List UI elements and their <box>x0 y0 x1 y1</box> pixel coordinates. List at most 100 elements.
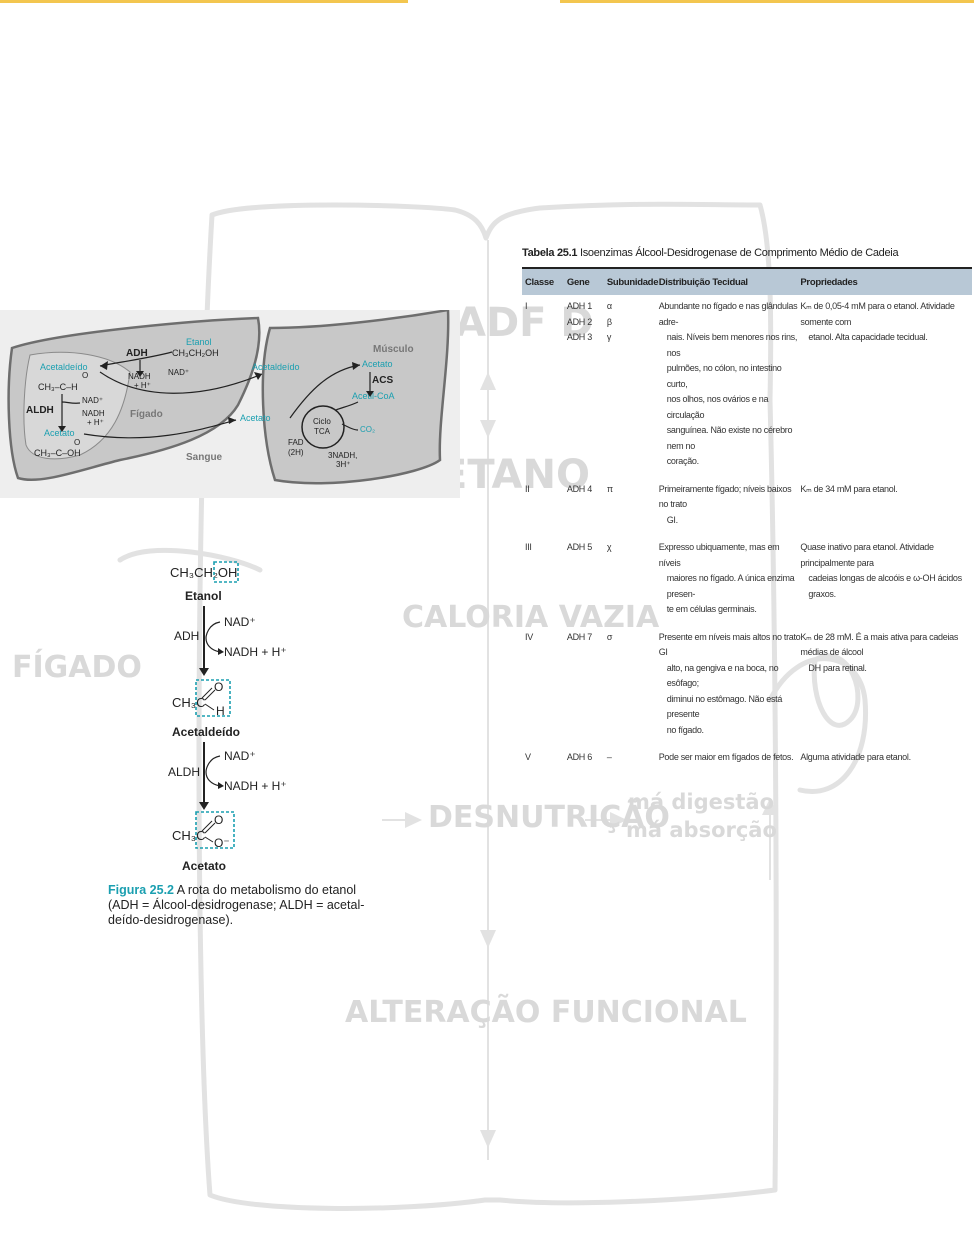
figure-caption-text: A rota do metabolismo do etanol (ADH = Á… <box>108 883 365 927</box>
subunit-item: α <box>606 301 612 311</box>
cell-classe: II <box>525 483 530 494</box>
acetaldehyde-highlight-box <box>195 679 231 717</box>
top-accent-line-right <box>560 0 974 3</box>
acetaldehyde-bond-o2 <box>204 689 216 701</box>
acs-label: ACS <box>372 375 393 386</box>
figado-label: Fígado <box>130 409 163 420</box>
subunit-item: β <box>606 316 612 327</box>
watermark-adf: ADF D <box>455 300 594 346</box>
text-line: Alguma atividade para etanol. <box>800 752 911 762</box>
ciclo-label: Ciclo <box>313 417 331 426</box>
text-line: cadeias longas de alcoóis e ω-OH ácidos … <box>808 573 962 599</box>
text-line: nos olhos, nos ovários e na circulação <box>666 394 769 420</box>
h-plus-label-2: + H⁺ <box>87 418 104 427</box>
three-nadh-label: 3NADH, <box>328 451 357 460</box>
adh-label: ADH <box>126 348 148 359</box>
text-line: Kₘ de 0,05-4 mM para o etanol. Atividade… <box>800 301 955 327</box>
cell-gene: ADH 6 <box>566 752 592 762</box>
gene-item: ADH 3 <box>566 332 592 342</box>
co2-label: CO₂ <box>360 425 375 434</box>
text-line: sanguínea. Não existe no cérebro nem no <box>666 425 793 451</box>
text-line: Expresso ubiquamente, mas em níveis <box>658 542 780 568</box>
pathway-nad-plus-1: NAD⁺ <box>224 615 256 629</box>
acetate-o-minus: O⁻ <box>214 836 230 850</box>
aldehyde-oxygen: O <box>82 371 88 380</box>
cell-distribuicao: Abundante no fígado e nas glândulas adre… <box>659 299 801 470</box>
aldh-label: ALDH <box>26 405 54 416</box>
cofactor-curve-2 <box>205 755 221 787</box>
cofactor-curve-1 <box>205 621 221 653</box>
acetate-formula: CH₃–C–OH <box>34 448 81 458</box>
table-row: V ADH 6 – Pode ser maior em fígados de f… <box>522 750 972 766</box>
acetate-ch3c: CH₃C <box>172 828 205 843</box>
liver-cell <box>23 351 131 460</box>
table-row: II ADH 4 π Primeiramente fígado; níveis … <box>522 482 972 529</box>
watermark-caloria-vazia: CALORIA VAZIA <box>402 600 660 635</box>
text-line: Primeiramente fígado; níveis baixos no t… <box>658 483 792 510</box>
cell-subunidade: α β γ <box>607 299 659 470</box>
header-distribuicao: Distribuição Tecidual <box>658 276 748 288</box>
cell-propriedades: Quase inativo para etanol. Atividade pri… <box>800 540 972 618</box>
acetate-highlight-box <box>195 811 235 849</box>
table-title: Tabela 25.1 Isoenzimas Álcool-Desidrogen… <box>522 247 972 259</box>
table-label: Tabela 25.1 <box>522 247 578 259</box>
cell-propriedades: Kₘ de 0,05-4 mM para o etanol. Atividade… <box>800 299 972 470</box>
nad-plus-label-2: NAD⁺ <box>82 396 103 405</box>
cofactor-arrow-1 <box>218 648 224 655</box>
text-line: diminui no estômago. Não está presente <box>666 693 783 720</box>
pathway-adh-label: ADH <box>174 629 199 643</box>
figure-label: Figura 25.2 <box>108 883 174 897</box>
muscle-shape <box>261 310 450 485</box>
cell-propriedades: Kₘ de 28 mM. É a mais ativa para cadeias… <box>800 630 972 739</box>
cell-classe: I <box>525 301 528 311</box>
text-line: Quase inativo para etanol. Atividade pri… <box>800 542 934 568</box>
text-line: Presente em níveis mais altos no trato G… <box>658 631 801 658</box>
cell-classe: IV <box>525 631 533 642</box>
cell-classe: III <box>525 542 532 552</box>
acetil-coa-label: Acetil-CoA <box>352 391 395 401</box>
watermark-etanol: ETANO <box>440 452 590 498</box>
text-line: Kₘ de 28 mM. É a mais ativa para cadeias… <box>800 631 959 658</box>
acetaldehyde-bond-o <box>201 687 213 699</box>
cell-subunidade: χ <box>606 542 612 552</box>
cell-distribuicao: Primeiramente fígado; níveis baixos no t… <box>659 482 801 529</box>
acetaldeido-blood-label: Acetaldeído <box>252 362 300 372</box>
pathway-nad-plus-2: NAD⁺ <box>224 749 256 763</box>
three-h-label: 3H⁺ <box>336 460 350 469</box>
cell-gene: ADH 7 <box>566 631 592 642</box>
sangue-label: Sangue <box>186 452 223 463</box>
cell-classe: V <box>525 752 531 762</box>
header-subunidade: Subunidade <box>606 276 659 288</box>
tca-cycle-circle <box>301 405 345 449</box>
watermark-alteracao-funcional: ALTERAÇÃO FUNCIONAL <box>345 995 747 1030</box>
acetaldehyde-hydrogen: H <box>216 704 225 718</box>
text-line: coração. <box>666 456 699 466</box>
cell-gene: ADH 5 <box>566 542 592 552</box>
acetate-bond-o <box>201 820 213 832</box>
two-h-label: (2H) <box>288 448 304 457</box>
acetate-bond-ominus <box>204 836 214 843</box>
acetaldehyde-oxygen: O <box>214 680 223 694</box>
cell-distribuicao: Presente em níveis mais altos no trato G… <box>659 630 801 739</box>
musculo-label: Músculo <box>373 344 414 355</box>
header-gene: Gene <box>566 276 590 288</box>
aldehyde-formula: CH₃–C–H <box>38 382 78 392</box>
acetaldeido-label: Acetaldeído <box>40 362 88 372</box>
acetate-bond-o2 <box>204 822 216 834</box>
pathway-nadh-2: NADH + H⁺ <box>224 779 287 793</box>
arrow-head-1 <box>199 668 209 676</box>
text-line: nais. Níveis bem menores nos rins, nos <box>666 332 798 358</box>
cell-propriedades: Alguma atividade para etanol. <box>800 750 972 766</box>
text-line: pulmões, no cólon, no intestino curto, <box>666 363 782 389</box>
text-line: no fígado. <box>666 724 704 735</box>
etanol-label: Etanol <box>186 337 212 347</box>
nad-plus-label: NAD⁺ <box>168 368 189 377</box>
pathway-ethanol-formula: CH₃CH₂OH <box>170 565 237 580</box>
text-line: GI. <box>666 514 678 525</box>
acetate-oxygen: O <box>74 438 80 447</box>
figure-caption: Figura 25.2 A rota do metabolismo do eta… <box>108 883 368 928</box>
ethanol-pathway-diagram: CH₃CH₂OH Etanol ADH NAD⁺ NADH + H⁺ CH₃C … <box>168 561 287 873</box>
table-title-text: Isoenzimas Álcool-Desidrogenase de Compr… <box>579 247 899 259</box>
acetaldehyde-bond-h <box>204 703 215 711</box>
acetate-oxygen: O <box>214 813 223 827</box>
